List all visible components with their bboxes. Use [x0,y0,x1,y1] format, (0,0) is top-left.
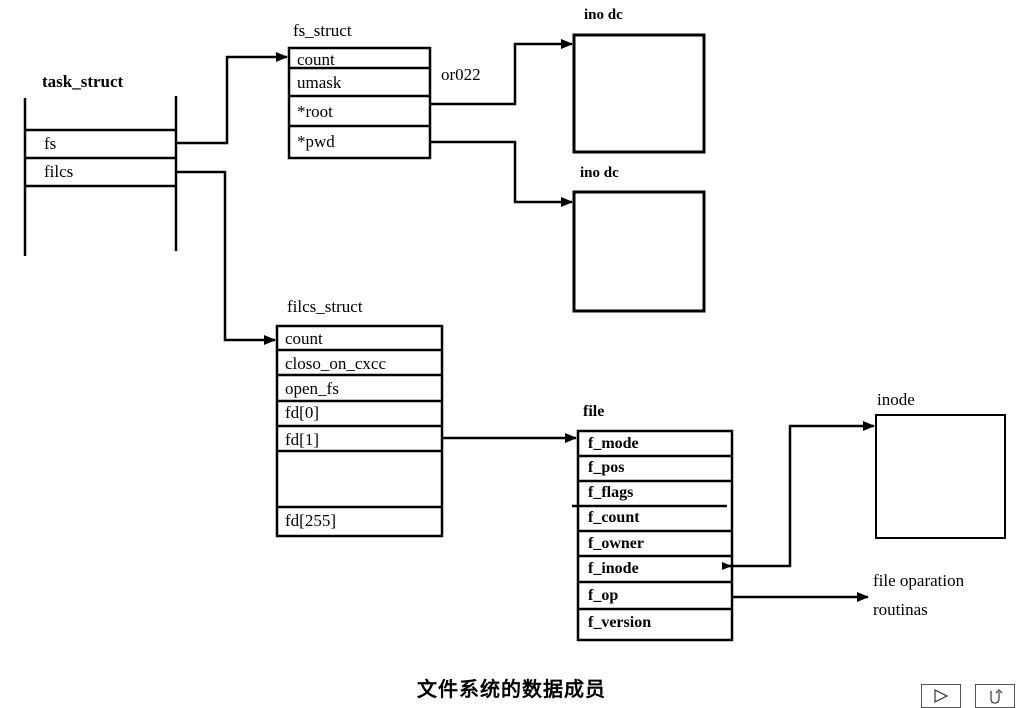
fs-to-fs-struct-arrow [176,52,288,145]
return-button[interactable] [975,684,1015,708]
file-field-f-inode: f_inode [588,560,639,577]
fs-struct-field-umask: umask [297,73,342,92]
file-ops-line2: routinas [873,600,928,619]
task-struct-title: task_struct [42,72,124,91]
task-struct-frame [23,96,178,256]
file-field-f-owner: f_owner [588,535,644,552]
files-struct-field-fd0: fd[0] [285,403,319,422]
files-struct-field-close-on-exec: closo_on_cxcc [285,354,387,373]
fs-struct-title: fs_struct [293,21,352,40]
files-struct-field-fd1: fd[1] [285,430,319,449]
file-field-f-version: f_version [588,614,652,631]
inode-box [875,414,1006,539]
files-struct-field-fd255: fd[255] [285,511,336,530]
inode-root-title: ino dc [584,7,623,23]
play-icon [934,688,949,704]
task-struct-field-fs: fs [44,134,57,153]
f-inode-to-inode-arrow [722,421,875,568]
file-field-f-flags: f_flags [588,484,634,501]
file-title: file [583,403,605,420]
file-field-f-mode: f_mode [588,435,639,452]
files-struct-field-open-fs: open_fs [285,379,339,398]
inode-root-box [572,33,706,154]
file-field-f-count: f_count [588,509,640,526]
task-struct-field-files: filcs [44,162,74,181]
files-to-files-struct-arrow [176,170,276,345]
file-box [572,429,734,642]
file-field-f-pos: f_pos [588,459,625,476]
root-to-inode-arrow [430,39,573,106]
inode-pwd-box [572,190,706,313]
play-button[interactable] [921,684,961,708]
files-struct-box [275,324,444,538]
fs-struct-field-pwd: *pwd [297,132,335,151]
fs-struct-field-count: count [297,50,335,69]
file-ops-line1: file oparation [873,571,965,590]
files-struct-title: filcs_struct [287,297,363,316]
files-struct-field-count: count [285,329,323,348]
pwd-to-inode-arrow [430,140,573,207]
inode-title: inode [877,390,915,409]
or-label: or022 [441,65,481,84]
figure-caption: 文件系统的数据成员 [417,677,606,701]
return-icon [990,689,1003,704]
fs-struct-field-root: *root [297,102,333,121]
file-field-f-op: f_op [588,587,619,604]
inode-pwd-title: ino dc [580,165,619,181]
